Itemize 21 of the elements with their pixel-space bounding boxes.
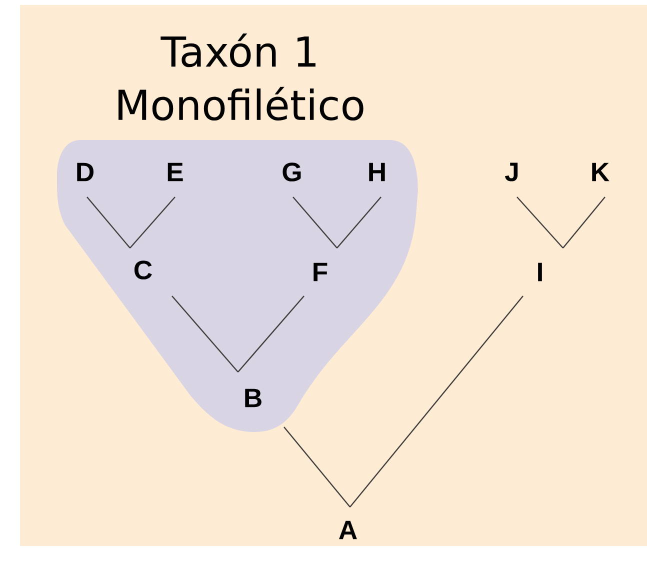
taxon-label: F — [314, 262, 328, 282]
branch-line — [336, 196, 382, 248]
branch-line — [284, 426, 350, 508]
taxon-label: H — [369, 162, 385, 182]
branch-line — [292, 196, 338, 248]
taxon-label: G — [282, 162, 301, 182]
taxon-label: E — [168, 162, 183, 182]
branch-line — [350, 296, 524, 508]
taxon-label: K — [592, 162, 610, 182]
taxon-label: A — [339, 520, 357, 540]
branch-line — [130, 196, 176, 248]
branch-line — [238, 296, 304, 372]
branch-line — [86, 196, 130, 248]
branch-line — [562, 196, 606, 248]
branch-line — [516, 196, 564, 248]
branch-line — [172, 296, 238, 372]
taxon-label: J — [504, 162, 518, 182]
taxon-label: I — [538, 262, 542, 282]
taxon-label: B — [245, 388, 262, 408]
taxon-label: D — [77, 162, 94, 182]
taxon-label: C — [134, 260, 152, 280]
